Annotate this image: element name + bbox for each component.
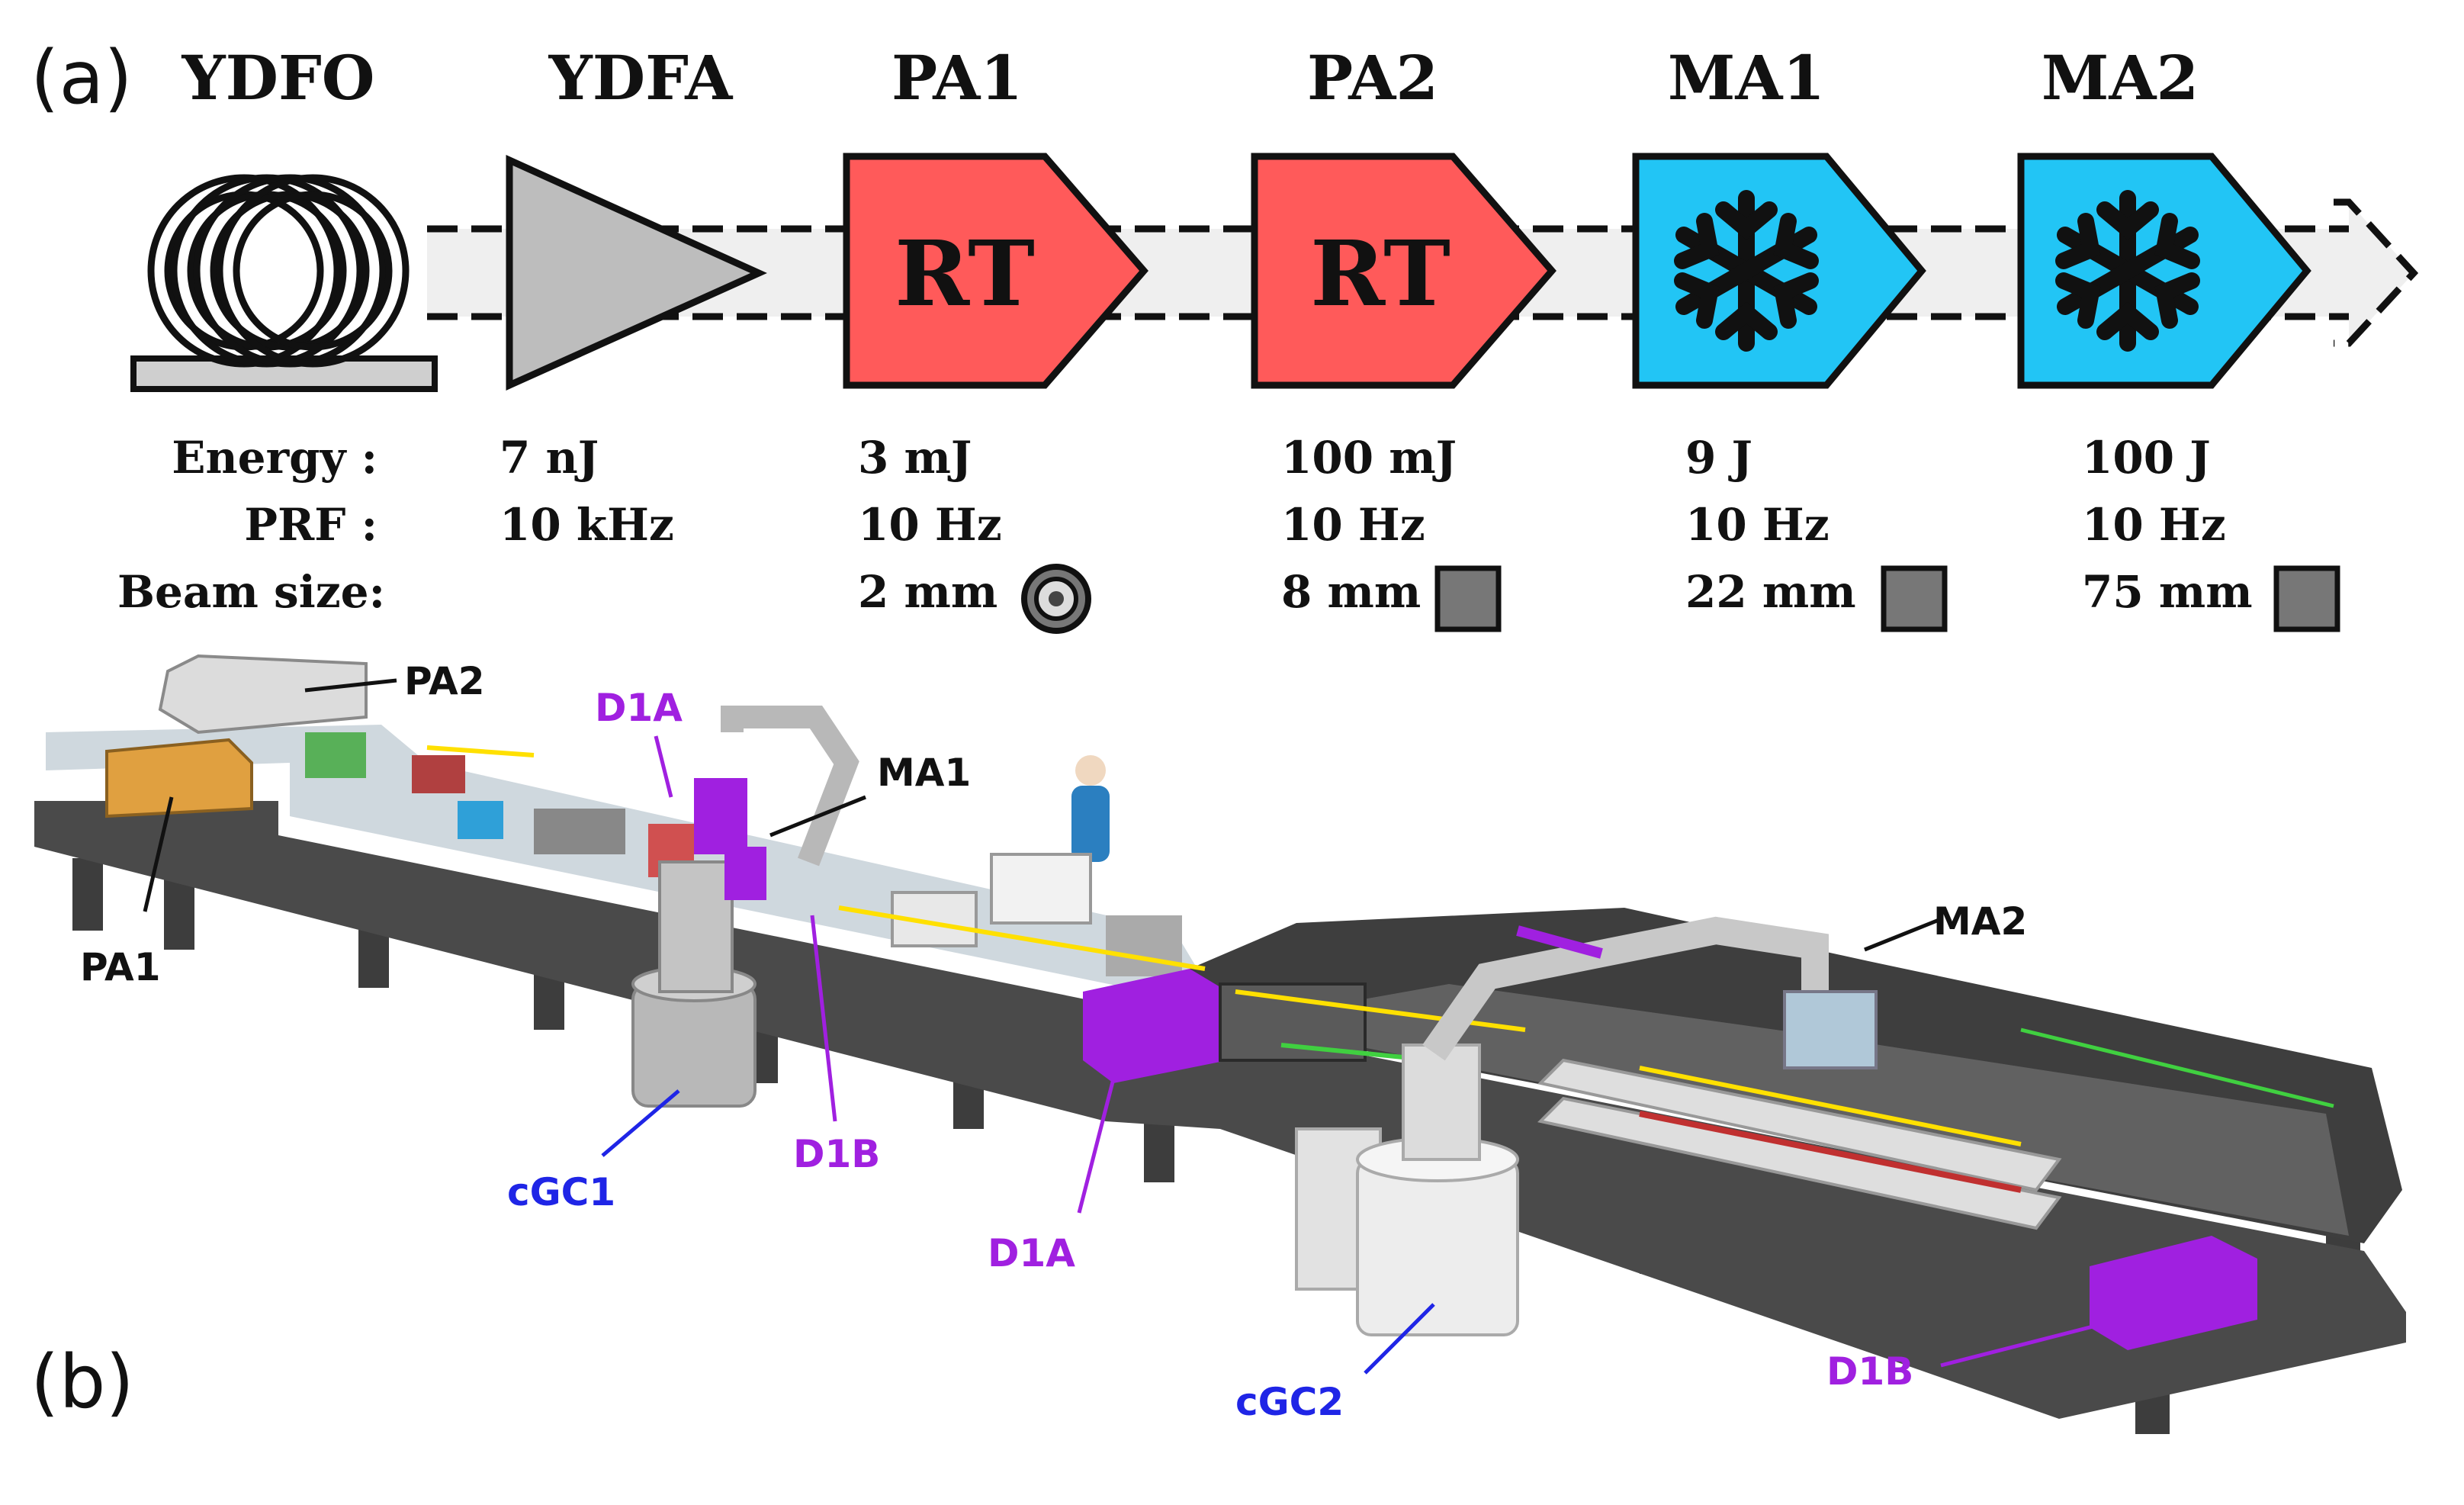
panel-label-a: (a): [31, 35, 133, 121]
ma2-cryogenic-block: [2017, 153, 2311, 389]
pa2-beam: 8 mm: [1281, 566, 1421, 618]
leader-lines: [143, 678, 1942, 952]
square-beam-icon: [1434, 565, 1502, 632]
callout-pa2: PA2: [404, 659, 485, 703]
callout-cgc2: cGC2: [1235, 1380, 1344, 1424]
ma2-prf: 10 Hz: [2082, 499, 2226, 551]
square-beam-icon: [2273, 565, 2340, 632]
ma1-cryogenic-block: [1632, 153, 1926, 389]
stage-title-pa1: PA1: [891, 42, 1023, 114]
leader-lines-purple: [654, 735, 2106, 1368]
stage-title-ydfa: YDFA: [548, 42, 734, 114]
square-beam-icon: [1881, 565, 1948, 632]
callout-cgc1: cGC1: [507, 1170, 615, 1214]
ydfa-energy: 7 nJ: [500, 432, 599, 484]
fiber-coil-icon: [130, 174, 438, 392]
stage-title-ydfo: YDFO: [182, 42, 375, 114]
amplifier-triangle-icon: [506, 155, 767, 391]
ydfa-prf: 10 kHz: [500, 499, 674, 551]
ma1-beam: 22 mm: [1685, 566, 1856, 618]
stage-title-pa2: PA2: [1307, 42, 1438, 114]
callout-pa1: PA1: [80, 945, 161, 989]
pa1-energy: 3 mJ: [858, 432, 972, 484]
panel-label-b: (b): [31, 1339, 134, 1425]
pa1-rt-label: RT: [895, 220, 1035, 326]
stage-title-ma2: MA2: [2042, 42, 2199, 114]
pa2-rt-label: RT: [1310, 220, 1450, 326]
laser-system-rendering: [34, 654, 2406, 1434]
leader-lines-blue: [601, 1089, 1435, 1375]
callout-ma2: MA2: [1933, 899, 2027, 944]
pa2-room-temp-block: RT: [1251, 153, 1556, 389]
ma2-energy: 100 J: [2082, 432, 2211, 484]
prf-row-label: PRF :: [244, 499, 377, 551]
callout-d1b-right: D1B: [1826, 1349, 1913, 1394]
pa2-prf: 10 Hz: [1281, 499, 1425, 551]
pa1-beam: 2 mm: [858, 566, 997, 618]
beam-row-label: Beam size:: [117, 566, 385, 618]
ma1-energy: 9 J: [1685, 432, 1752, 484]
callout-d1b-mid: D1B: [793, 1132, 880, 1176]
ma1-prf: 10 Hz: [1685, 499, 1830, 551]
pa1-room-temp-block: RT: [843, 153, 1148, 389]
round-beam-icon: [1021, 564, 1091, 634]
energy-row-label: Energy :: [172, 432, 377, 484]
pa1-prf: 10 Hz: [858, 499, 1002, 551]
callout-ma1: MA1: [877, 751, 971, 795]
pa2-energy: 100 mJ: [1281, 432, 1457, 484]
stage-title-ma1: MA1: [1668, 42, 1825, 114]
callout-d1a-top: D1A: [595, 686, 683, 730]
ma2-beam: 75 mm: [2082, 566, 2253, 618]
callout-d1a-mid: D1A: [988, 1231, 1075, 1275]
